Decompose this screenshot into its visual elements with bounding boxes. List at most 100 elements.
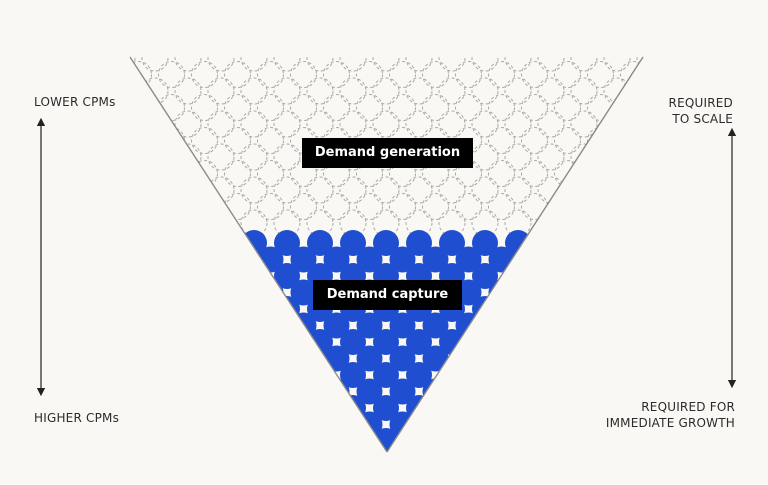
outline-dot (224, 61, 251, 88)
filled-dot (142, 395, 168, 421)
outline-dot (257, 61, 284, 88)
outline-dot (174, 110, 202, 138)
outline-dot (438, 110, 466, 138)
outline-dot (620, 193, 643, 220)
outline-dot (207, 143, 235, 171)
outline-dot (174, 77, 202, 105)
filled-dot (521, 345, 548, 372)
filled-dot (191, 246, 218, 273)
filled-dot (191, 411, 218, 438)
outline-dot (389, 61, 416, 88)
filled-dot (488, 279, 515, 306)
outline-dot (554, 94, 581, 121)
filled-dot (290, 411, 317, 438)
outline-dot (174, 209, 202, 237)
filled-dot (637, 230, 643, 256)
filled-dot (142, 230, 168, 256)
outline-dot (537, 57, 565, 72)
filled-dot (571, 296, 597, 322)
outline-dot (471, 77, 499, 105)
outline-dot (521, 94, 548, 121)
filled-dot (389, 246, 416, 273)
filled-dot (241, 329, 267, 355)
outline-dot (471, 143, 499, 171)
filled-dot (356, 246, 383, 273)
outline-dot (306, 110, 334, 138)
filled-dot (538, 263, 564, 289)
outline-dot (174, 176, 202, 204)
outline-dot (521, 193, 548, 220)
outline-dot (537, 77, 565, 105)
outline-dot (620, 61, 643, 88)
outline-dot (130, 110, 136, 138)
outline-dot (158, 127, 185, 154)
outline-dot (455, 61, 482, 88)
outline-dot (636, 110, 643, 138)
filled-dot (257, 312, 284, 339)
outline-dot (636, 57, 643, 72)
filled-dot (571, 230, 597, 256)
outline-dot (273, 143, 301, 171)
outline-dot (207, 77, 235, 105)
filled-dot (488, 345, 515, 372)
filled-dot (654, 247, 680, 273)
outline-dot (130, 57, 136, 72)
filled-dot (571, 263, 597, 289)
filled-dot (274, 230, 300, 256)
filled-dot (356, 345, 383, 372)
outline-dot (273, 77, 301, 105)
filled-dot (340, 428, 366, 452)
outline-dot (174, 143, 202, 171)
filled-dot (538, 362, 564, 388)
filled-dot (406, 362, 432, 388)
filled-dot (439, 428, 465, 452)
outline-dot (654, 62, 680, 88)
filled-dot (654, 313, 680, 339)
demand-capture-dots (142, 230, 729, 452)
filled-dot (505, 395, 531, 421)
outline-dot (356, 193, 383, 220)
outline-dot (141, 209, 169, 237)
outline-dot (504, 143, 532, 171)
filled-dot (175, 395, 201, 421)
filled-dot (422, 411, 449, 438)
outline-dot (670, 144, 696, 170)
filled-dot (455, 444, 482, 452)
outline-dot (636, 77, 643, 105)
filled-dot (257, 345, 284, 372)
outline-dot (504, 110, 532, 138)
outline-dot (670, 177, 696, 203)
outline-dot (141, 143, 169, 171)
filled-dot (208, 362, 234, 388)
filled-dot (455, 345, 482, 372)
filled-dot (472, 362, 498, 388)
filled-dot (323, 312, 350, 339)
filled-dot (637, 296, 643, 322)
filled-dot (521, 279, 548, 306)
filled-dot (554, 312, 581, 339)
outline-dot (306, 176, 334, 204)
filled-dot (224, 378, 251, 405)
filled-dot (703, 329, 729, 355)
outline-dot (654, 128, 680, 154)
required-for-growth-line2: IMMEDIATE GROWTH (605, 416, 735, 430)
outline-dot (339, 77, 367, 105)
filled-dot (224, 246, 251, 273)
filled-dot (274, 362, 300, 388)
filled-dot (191, 279, 218, 306)
filled-dot (224, 345, 251, 372)
outline-dot (372, 176, 400, 204)
filled-dot (604, 329, 630, 355)
filled-dot (538, 329, 564, 355)
filled-dot (340, 230, 366, 256)
outline-dot (257, 94, 284, 121)
outline-dot (273, 176, 301, 204)
outline-dot (130, 209, 136, 237)
filled-dot (241, 362, 267, 388)
outline-dot (306, 77, 334, 105)
filled-dot (422, 345, 449, 372)
outline-dot (191, 160, 218, 187)
filled-dot (521, 312, 548, 339)
filled-dot (670, 329, 696, 355)
outline-dot (323, 61, 350, 88)
